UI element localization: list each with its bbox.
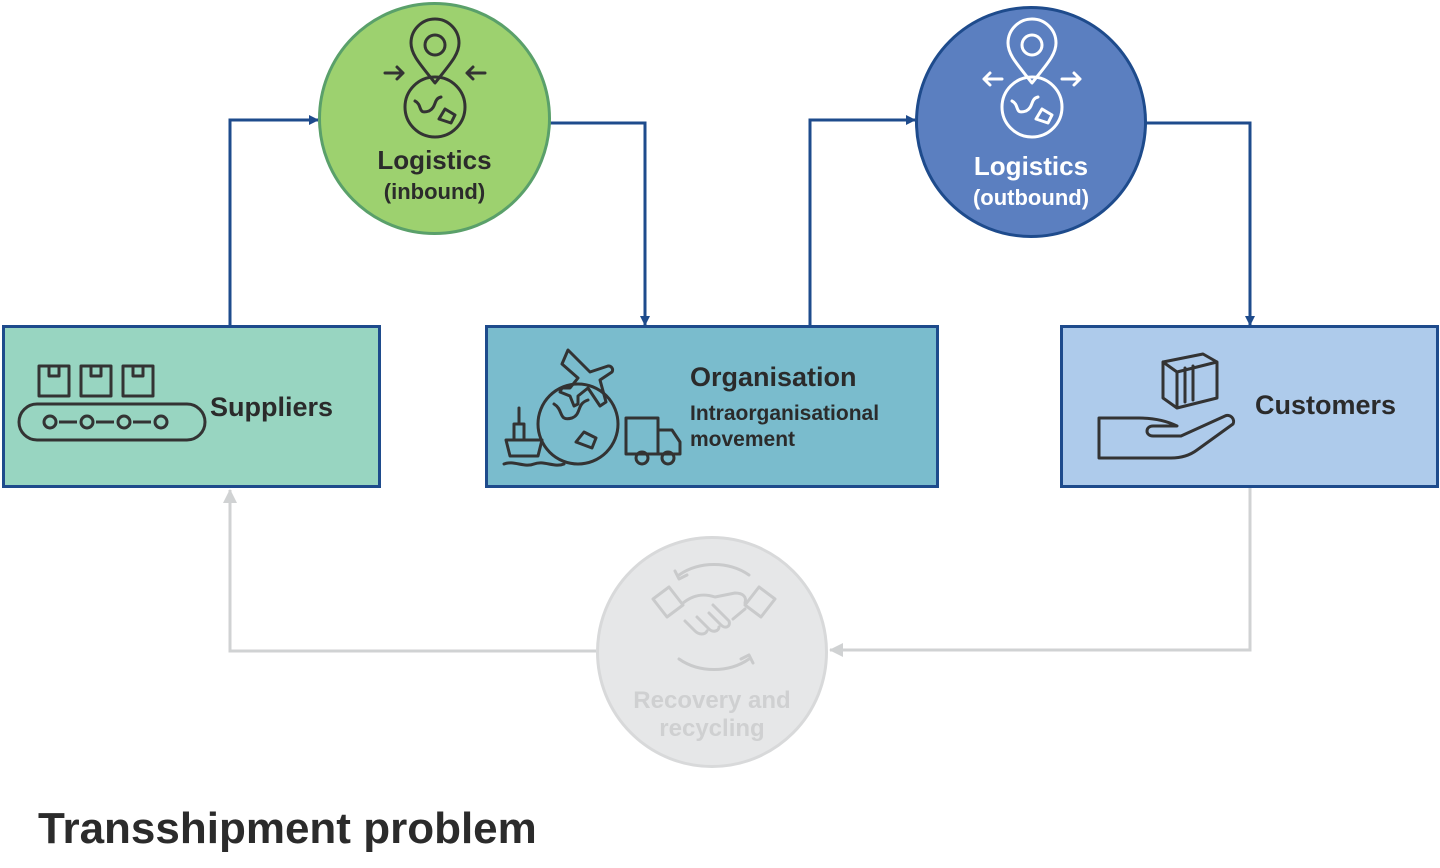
arrow-organisation-to-outbound — [808, 115, 916, 325]
conveyor-boxes-icon — [17, 364, 207, 442]
arrow-customers-to-recovery — [829, 488, 1252, 657]
logistics-inbound-sublabel: (inbound) — [383, 179, 486, 204]
arrow-recovery-to-suppliers — [223, 489, 596, 653]
arrow-inbound-to-organisation — [550, 121, 650, 326]
map-pin-inbound-icon — [383, 17, 487, 139]
map-pin-outbound-icon — [982, 17, 1082, 139]
suppliers-label: Suppliers — [210, 392, 334, 422]
logistics-outbound-node: Logistics (outbound) — [915, 6, 1147, 238]
suppliers-box: Suppliers — [2, 325, 381, 488]
organisation-label: Organisation — [690, 362, 857, 392]
organisation-sublabel-line1: Intraorganisational — [690, 402, 880, 425]
diagram-title: Transshipment problem — [38, 804, 537, 853]
logistics-inbound-node: Logistics (inbound) — [318, 2, 551, 235]
hand-package-icon — [1097, 352, 1236, 460]
logistics-outbound-sublabel: (outbound) — [972, 185, 1090, 210]
globe-plane-ship-truck-icon — [502, 348, 682, 467]
logistics-outbound-label: Logistics — [973, 151, 1089, 181]
customers-box: Customers — [1060, 325, 1439, 488]
organisation-sublabel-line2: movement — [690, 428, 796, 451]
recovery-label-line2: recycling — [659, 715, 765, 742]
logistics-inbound-label: Logistics — [377, 145, 492, 175]
handshake-recycle-icon — [651, 563, 777, 671]
arrow-outbound-to-customers — [1146, 121, 1255, 326]
arrow-suppliers-to-inbound — [228, 115, 319, 325]
customers-label: Customers — [1255, 390, 1397, 420]
recovery-label-line1: Recovery and — [633, 687, 791, 714]
organisation-box: Organisation Intraorganisational movemen… — [485, 325, 939, 488]
recovery-recycling-node: Recovery and recycling — [596, 536, 828, 768]
